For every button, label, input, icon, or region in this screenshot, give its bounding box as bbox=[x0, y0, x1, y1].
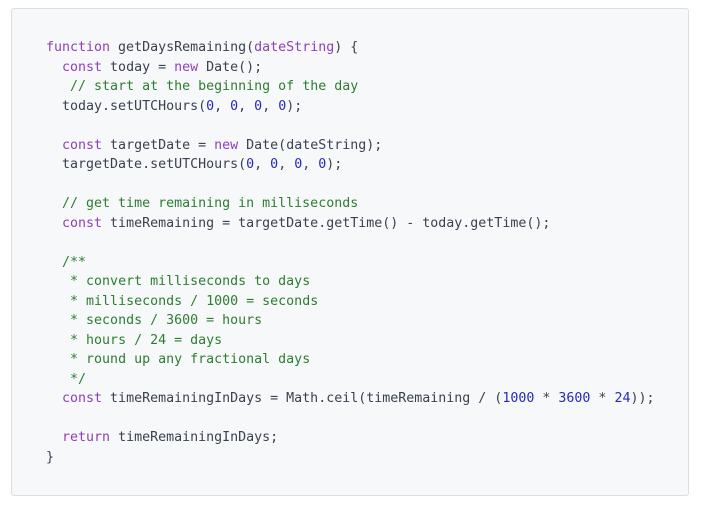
code-token-keyword: new bbox=[174, 59, 199, 75]
code-token-plain bbox=[46, 294, 70, 309]
code-token-comment: * hours / 24 = days bbox=[70, 332, 223, 348]
code-token-plain: today.setUTCHours( bbox=[46, 98, 207, 114]
code-token-plain: timeRemainingInDays = Math.ceil(timeRema… bbox=[102, 391, 503, 406]
code-token-plain bbox=[46, 372, 70, 387]
code-line: function getDaysRemaining(dateString) { bbox=[46, 38, 655, 58]
code-token-plain: * bbox=[590, 391, 615, 406]
code-token-plain bbox=[46, 60, 62, 75]
code-line: // get time remaining in milliseconds bbox=[46, 194, 655, 214]
code-token-number: 1000 bbox=[502, 391, 535, 406]
code-line: // start at the beginning of the day bbox=[46, 77, 655, 97]
code-line: * hours / 24 = days bbox=[46, 331, 655, 351]
code-line: const today = new Date(); bbox=[46, 58, 655, 78]
code-token-keyword: const bbox=[62, 391, 103, 406]
code-token-comment: */ bbox=[70, 371, 87, 387]
code-token-number: 0 bbox=[270, 157, 279, 172]
code-token-number: 0 bbox=[246, 157, 255, 172]
code-token-comment: // get time remaining in milliseconds bbox=[62, 196, 359, 211]
code-token-plain: )); bbox=[630, 391, 655, 406]
code-token-comment: // start at the beginning of the day bbox=[70, 79, 359, 94]
code-token-keyword: const bbox=[62, 215, 103, 231]
code-line: ​ bbox=[46, 233, 655, 253]
code-token-keyword: new bbox=[214, 137, 239, 153]
code-token-plain: targetDate.setUTCHours( bbox=[46, 157, 247, 172]
code-token-comment: * convert milliseconds to days bbox=[70, 274, 311, 289]
code-token-number: 0 bbox=[318, 157, 327, 172]
code-token-plain: , bbox=[278, 157, 295, 172]
code-token-plain: Date(dateString); bbox=[238, 137, 383, 153]
code-token-number: 0 bbox=[230, 98, 239, 114]
code-token-keyword: const bbox=[62, 137, 103, 153]
code-line: * milliseconds / 1000 = seconds bbox=[46, 292, 655, 312]
code-token-plain bbox=[46, 79, 70, 94]
code-token-plain: timeRemainingInDays; bbox=[110, 430, 279, 445]
code-token-comment: * round up any fractional days bbox=[70, 352, 311, 367]
code-token-plain bbox=[46, 391, 62, 406]
code-line: */ bbox=[46, 370, 655, 390]
code-token-plain bbox=[46, 138, 62, 153]
code-token-plain: , bbox=[214, 98, 231, 114]
code-token-comment: * seconds / 3600 = hours bbox=[70, 313, 263, 328]
code-token-plain: ); bbox=[326, 157, 343, 172]
code-token-plain bbox=[46, 255, 62, 270]
code-line: return timeRemainingInDays; bbox=[46, 428, 655, 448]
code-block: function getDaysRemaining(dateString) { … bbox=[11, 8, 689, 496]
code-line: targetDate.setUTCHours(0, 0, 0, 0); bbox=[46, 155, 655, 175]
code-token-number: 3600 bbox=[558, 391, 591, 406]
code-token-plain: Date(); bbox=[198, 59, 263, 75]
code-token-plain: today = bbox=[102, 59, 175, 75]
code-token-plain: , bbox=[302, 157, 319, 172]
code-token-plain: ); bbox=[286, 98, 303, 114]
code-token-plain: } bbox=[46, 449, 55, 465]
code-line: const timeRemainingInDays = Math.ceil(ti… bbox=[46, 389, 655, 409]
code-token-keyword: return bbox=[62, 430, 111, 445]
code-token-keyword: function bbox=[46, 40, 111, 55]
code-line: const timeRemaining = targetDate.getTime… bbox=[46, 214, 655, 234]
code-line: ​ bbox=[46, 409, 655, 429]
code-line: } bbox=[46, 448, 655, 468]
code-line: * round up any fractional days bbox=[46, 350, 655, 370]
code-token-number: 24 bbox=[614, 391, 631, 406]
code-token-plain bbox=[46, 352, 70, 367]
code-token-plain bbox=[46, 430, 62, 445]
code-token-plain: getDaysRemaining( bbox=[110, 40, 255, 55]
code-token-plain: , bbox=[254, 157, 271, 172]
code-token-plain: * bbox=[534, 391, 559, 406]
code-token-plain bbox=[46, 216, 62, 231]
code-token-plain bbox=[46, 274, 70, 289]
code-line: const targetDate = new Date(dateString); bbox=[46, 136, 655, 156]
code-token-comment: * milliseconds / 1000 = seconds bbox=[70, 293, 319, 309]
code-token-plain: , bbox=[262, 98, 279, 114]
code-token-number: 0 bbox=[206, 98, 215, 114]
code-token-plain bbox=[46, 313, 70, 328]
code-token-comment: /** bbox=[62, 254, 87, 270]
code-token-param: dateString bbox=[254, 40, 335, 55]
code-line: today.setUTCHours(0, 0, 0, 0); bbox=[46, 97, 655, 117]
code-token-number: 0 bbox=[254, 98, 263, 114]
code-token-keyword: const bbox=[62, 59, 103, 75]
code-line: * convert milliseconds to days bbox=[46, 272, 655, 292]
code-token-plain bbox=[46, 333, 70, 348]
code-line: ​ bbox=[46, 175, 655, 195]
code-listing: function getDaysRemaining(dateString) { … bbox=[46, 38, 655, 467]
code-token-plain bbox=[46, 196, 62, 211]
code-token-number: 0 bbox=[294, 157, 303, 172]
code-token-plain: , bbox=[238, 98, 255, 114]
code-line: * seconds / 3600 = hours bbox=[46, 311, 655, 331]
code-token-number: 0 bbox=[278, 98, 287, 114]
code-line: ​ bbox=[46, 116, 655, 136]
code-token-plain: ) { bbox=[334, 40, 359, 55]
code-token-plain: targetDate = bbox=[102, 137, 215, 153]
code-token-plain: timeRemaining = targetDate.getTime() - t… bbox=[102, 215, 551, 231]
code-line: /** bbox=[46, 253, 655, 273]
